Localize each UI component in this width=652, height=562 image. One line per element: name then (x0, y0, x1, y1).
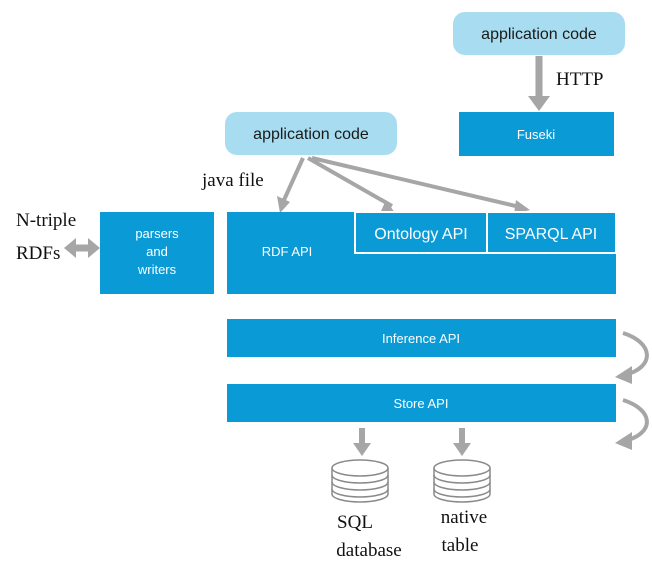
arrow-to-ontology-api (307, 156, 393, 208)
arrow-to-sparql-api-head (514, 200, 530, 214)
arrow-to-native-table-head (453, 443, 471, 456)
database-icon (331, 459, 389, 503)
application-code-middle-pill (225, 112, 397, 155)
store-api-label: Store API (394, 396, 449, 411)
java-file-label: java file (201, 170, 264, 191)
ontology-api-box (354, 211, 488, 254)
arrow-to-sparql-api (311, 156, 521, 209)
native-table-icon (433, 459, 491, 503)
parsers-label-line2: and (146, 244, 168, 259)
application-code-top-label: application code (481, 26, 597, 43)
sparql-api-label: SPARQL API (505, 226, 597, 243)
arrow-to-rdf-api (282, 157, 305, 201)
arrow-to-ontology-api-head (381, 200, 395, 213)
http-arrowhead (528, 96, 550, 111)
ntriple-label-line2: RDFs (16, 243, 60, 264)
inference-api-box (227, 319, 616, 357)
store-api-box (227, 384, 616, 422)
store-curved-arrowhead (615, 432, 632, 450)
inference-api-label: Inference API (382, 331, 460, 346)
application-code-middle-label: application code (253, 126, 369, 143)
store-curved-arrow (622, 398, 649, 442)
parsers-label-line3: writers (137, 262, 177, 277)
rdf-api-label: RDF API (262, 244, 313, 259)
inference-curved-arrow (622, 331, 649, 376)
sql-label-line1: SQL (337, 512, 373, 533)
ontology-api-label: Ontology API (374, 226, 467, 243)
parsers-writers-box (100, 212, 214, 294)
http-label: HTTP (556, 69, 604, 90)
ntriple-double-arrow-right-head (88, 238, 100, 258)
sql-label-line2: database (336, 540, 401, 561)
native-label-line1: native (441, 507, 487, 528)
ntriple-label-line1: N-triple (16, 210, 76, 231)
parsers-label-line1: parsers (135, 226, 179, 241)
sparql-api-box (486, 211, 617, 254)
fuseki-label: Fuseki (517, 127, 555, 142)
arrow-to-sql-database-head (353, 443, 371, 456)
ntriple-double-arrow-left-head (64, 238, 76, 258)
fuseki-box (459, 112, 614, 156)
native-label-line2: table (442, 535, 479, 556)
arrow-to-rdf-api-head (277, 196, 290, 213)
application-code-top-pill (453, 12, 625, 55)
inference-curved-arrowhead (615, 366, 632, 384)
